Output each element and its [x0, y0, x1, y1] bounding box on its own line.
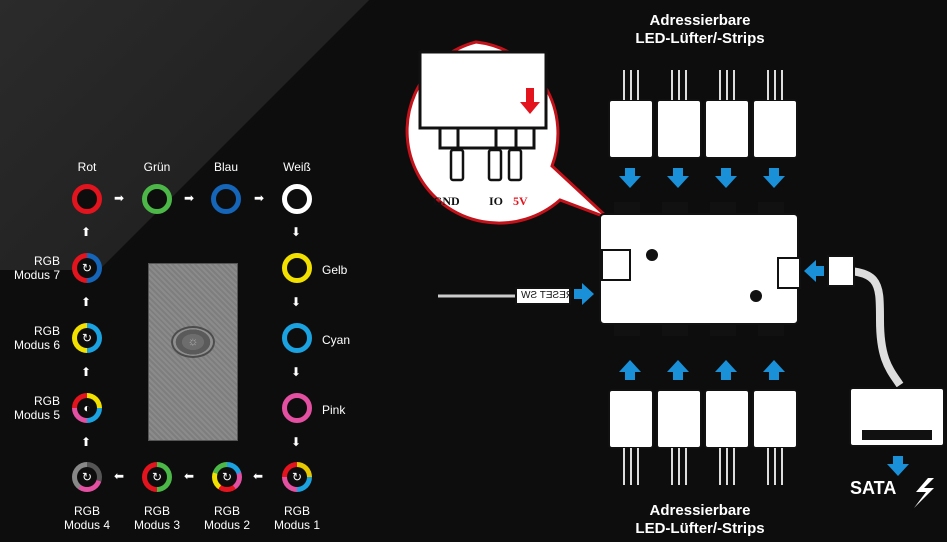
arrow-left-icon: ⬅ — [114, 469, 125, 483]
ring-rgb-mode-1: ↻ — [282, 462, 312, 492]
arrow-up-icon: ⬆ — [81, 365, 92, 379]
arrow-down-icon: ⬇ — [291, 225, 302, 239]
bottom-connectors — [608, 389, 798, 449]
arrow-down-icon: ⬇ — [291, 435, 302, 449]
pin-5v-label: 5V — [513, 194, 528, 208]
label-gruen: Grün — [143, 160, 171, 174]
top-connectors — [608, 99, 798, 159]
arrow-up-icon: ⬆ — [81, 435, 92, 449]
ring-blue — [211, 184, 241, 214]
rotate-icon: ↻ — [221, 470, 233, 484]
arrow-left-icon: ⬅ — [184, 469, 195, 483]
lightning-icon — [914, 478, 934, 508]
top-cables — [623, 70, 783, 100]
sun-icon: ☼ — [187, 334, 199, 348]
ring-rgb-mode-2: ↻ — [212, 462, 242, 492]
rotate-icon: ↻ — [151, 470, 163, 484]
rotate-icon: ↻ — [291, 470, 303, 484]
half-circle-icon: ◐ — [83, 401, 91, 415]
rotate-icon: ↻ — [81, 470, 93, 484]
ring-cyan — [282, 323, 312, 353]
ring-rgb-mode-5: ◐ — [72, 393, 102, 423]
arrow-down-icon: ⬇ — [291, 295, 302, 309]
arrow-left-icon: ⬅ — [253, 469, 264, 483]
blue-arrows — [574, 168, 909, 476]
label-blau: Blau — [213, 160, 239, 174]
pin-io-label: IO — [489, 194, 504, 208]
ring-rgb-mode-4: ↻ — [72, 462, 102, 492]
ring-green — [142, 184, 172, 214]
label-pink: Pink — [322, 403, 346, 417]
ring-red — [72, 184, 102, 214]
bottom-cables — [623, 448, 783, 485]
label-rot: Rot — [77, 160, 97, 174]
mode-button: ☼ — [171, 326, 215, 358]
arrow-right-icon: ➡ — [184, 191, 195, 205]
label-gelb: Gelb — [322, 263, 348, 277]
reset-switch-label: RESET SW — [521, 290, 574, 301]
sata-label: SATA — [850, 478, 897, 498]
zoom-bubble — [405, 40, 610, 225]
mode-button-photo: ☼ — [148, 263, 238, 441]
ring-rgb-mode-6: ↻ — [72, 323, 102, 353]
arrow-up-icon: ⬆ — [81, 225, 92, 239]
ring-rgb-mode-3: ↻ — [142, 462, 172, 492]
header-pins — [614, 202, 784, 336]
label-cyan: Cyan — [322, 333, 351, 347]
ring-rgb-mode-7: ↻ — [72, 253, 102, 283]
sata-connector — [827, 255, 945, 447]
arrow-right-icon: ➡ — [114, 191, 125, 205]
rotate-icon: ↻ — [81, 331, 93, 345]
ring-yellow — [282, 253, 312, 283]
rotate-icon: ↻ — [81, 261, 93, 275]
pin-gnd-label: GND — [433, 194, 460, 208]
ring-pink — [282, 393, 312, 423]
arrow-down-icon: ⬇ — [291, 365, 302, 379]
ring-white — [282, 184, 312, 214]
label-weiss: Weiß — [283, 160, 311, 174]
arrow-right-icon: ➡ — [254, 191, 265, 205]
arrow-up-icon: ⬆ — [81, 295, 92, 309]
